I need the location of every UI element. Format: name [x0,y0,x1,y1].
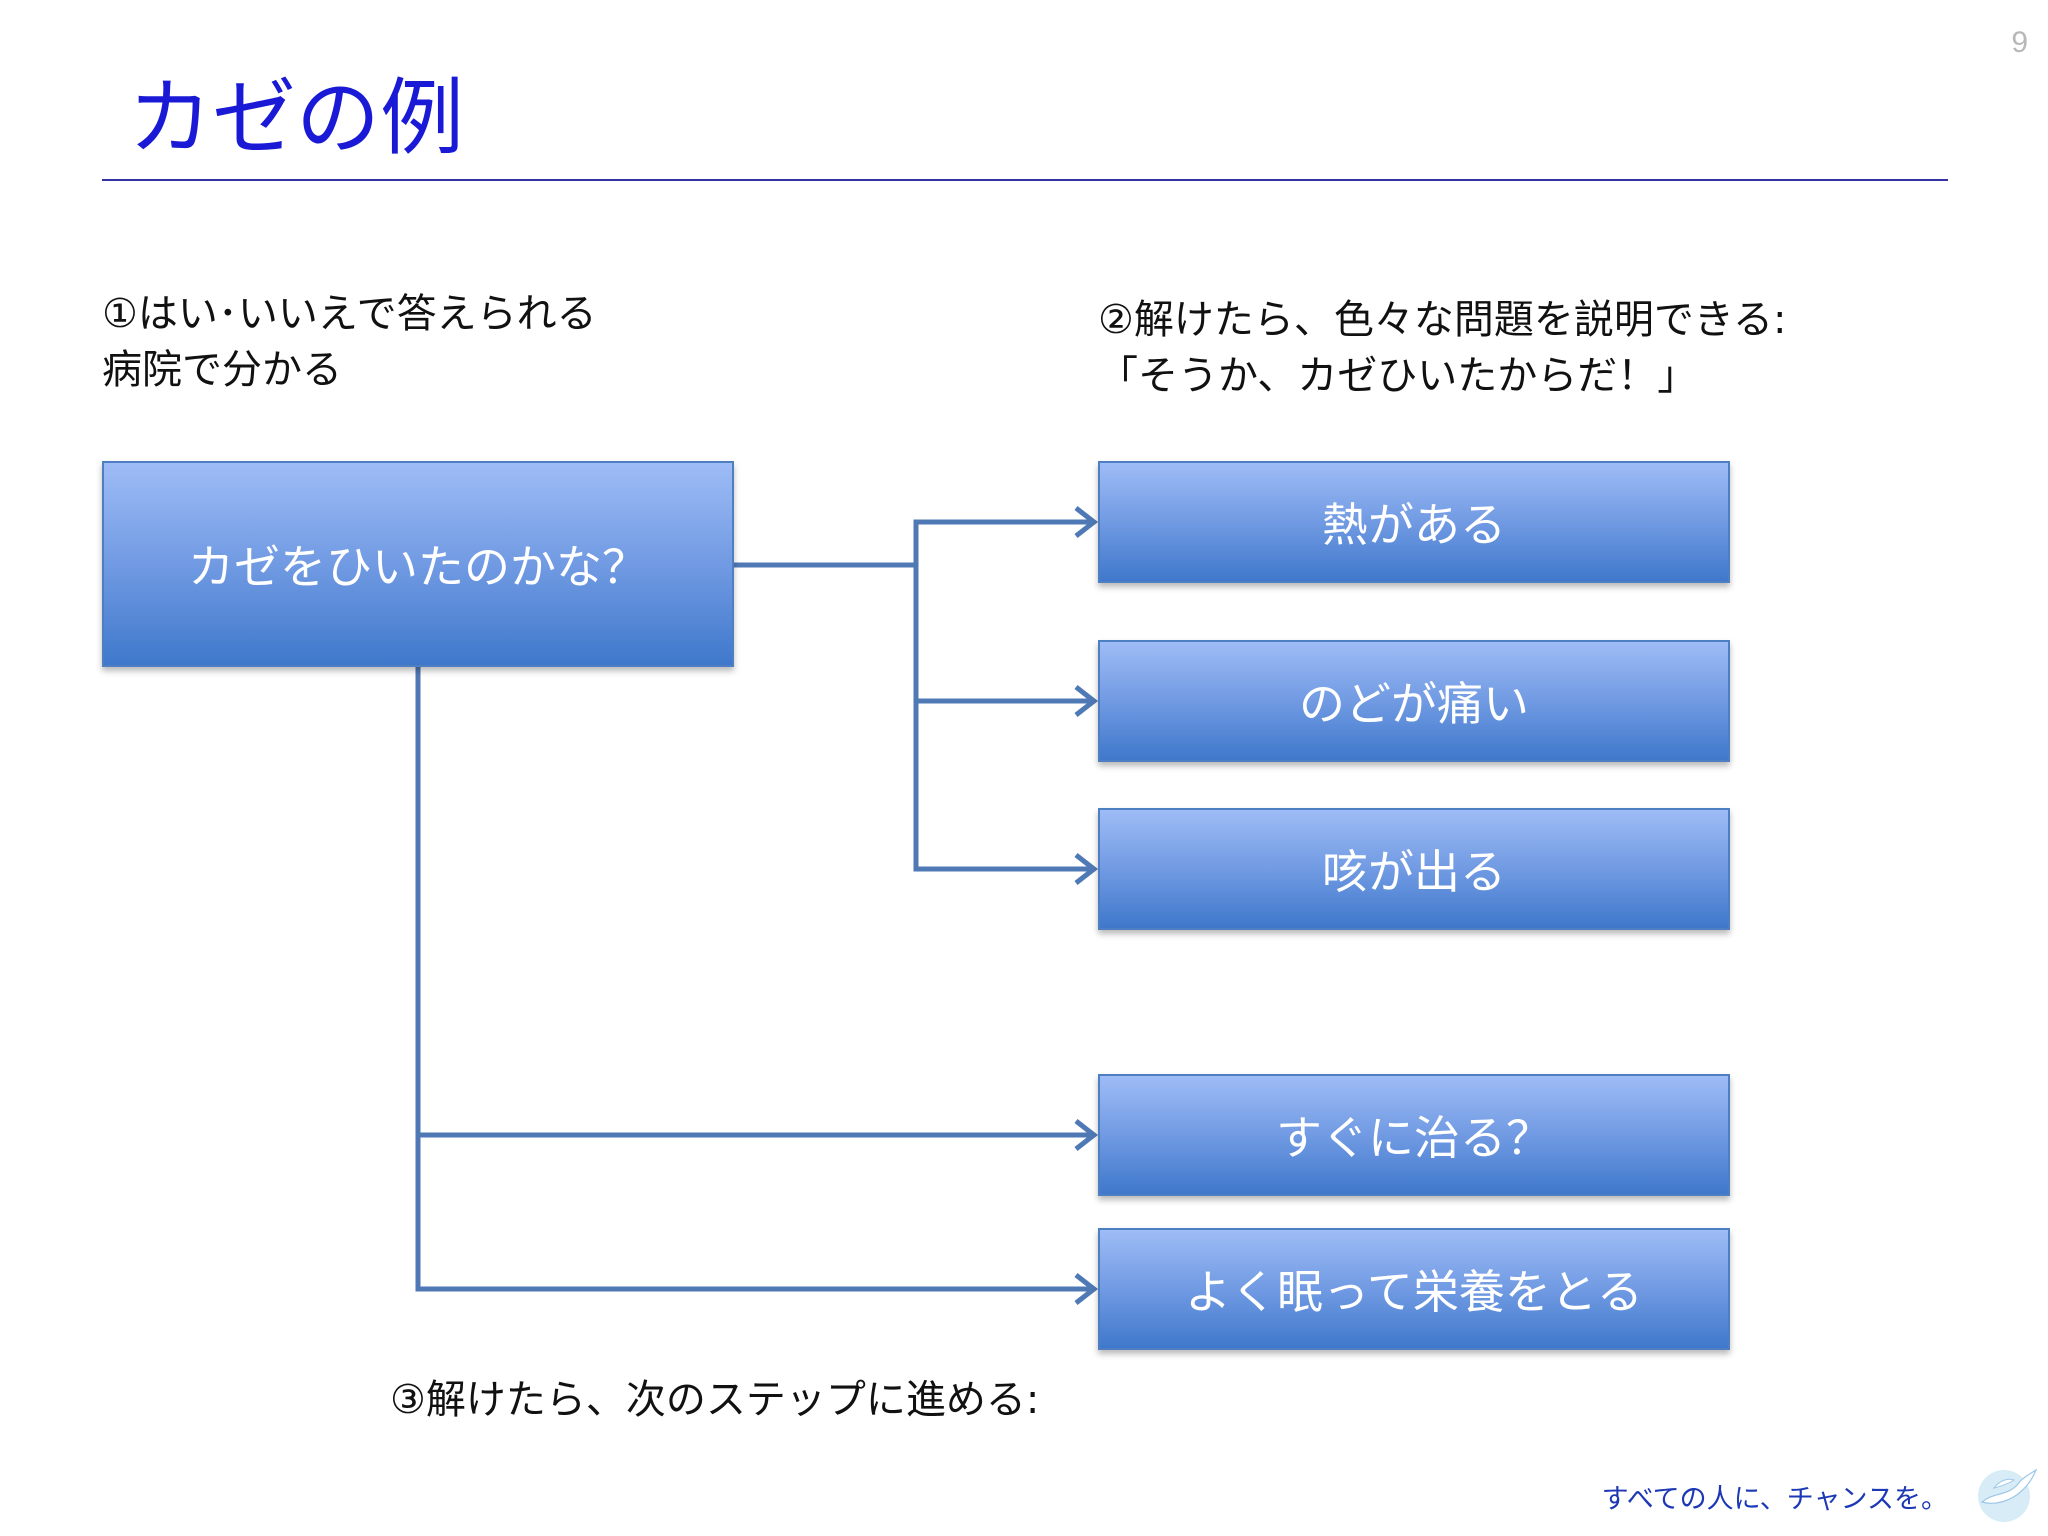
arrowhead-fever [1074,506,1099,538]
box-sore-throat: のどが痛い [1098,640,1730,762]
note-step1-line2: 病院で分かる [102,347,342,393]
arrowhead-heal [1074,1119,1099,1151]
footer-tagline: すべての人に、チャンスを。 [1601,1484,1948,1515]
box-heal-soon: すぐに治る？ [1098,1074,1730,1196]
box-cold-question-label: カゼをひいたのかな？ [188,540,648,594]
arrowhead-cough [1074,853,1099,885]
box-rest-nutrition: よく眠って栄養をとる [1098,1228,1730,1350]
note-step1-line1: ①はい･いいえで答えられる [102,291,597,337]
note-step3: ③解けたら、次のステップに進める: [390,1377,1040,1423]
arrowhead-throat [1074,685,1099,717]
note-step1: ①はい･いいえで答えられる 病院で分かる [102,286,597,398]
title-divider [102,179,1948,181]
box-cough-label: 咳が出る [1322,845,1506,899]
box-cold-question: カゼをひいたのかな？ [102,461,734,667]
box-heal-soon-label: すぐに治る？ [1276,1111,1552,1165]
box-rest-nutrition-label: よく眠って栄養をとる [1185,1265,1643,1319]
arrowhead-rest [1074,1273,1099,1305]
note-step2-line2: 「そうか、カゼひいたからだ！」 [1098,353,1698,399]
box-fever: 熱がある [1098,461,1730,583]
box-sore-throat-label: のどが痛い [1299,677,1529,731]
dove-globe-icon [1978,1468,2038,1522]
note-step2: ②解けたら、色々な問題を説明できる: 「そうか、カゼひいたからだ！」 [1098,292,1787,404]
box-cough: 咳が出る [1098,808,1730,930]
box-fever-label: 熱がある [1322,498,1506,552]
page-number: 9 [2011,26,2028,59]
note-step2-line1: ②解けたら、色々な問題を説明できる: [1098,297,1787,343]
slide-title: カゼの例 [128,69,465,167]
